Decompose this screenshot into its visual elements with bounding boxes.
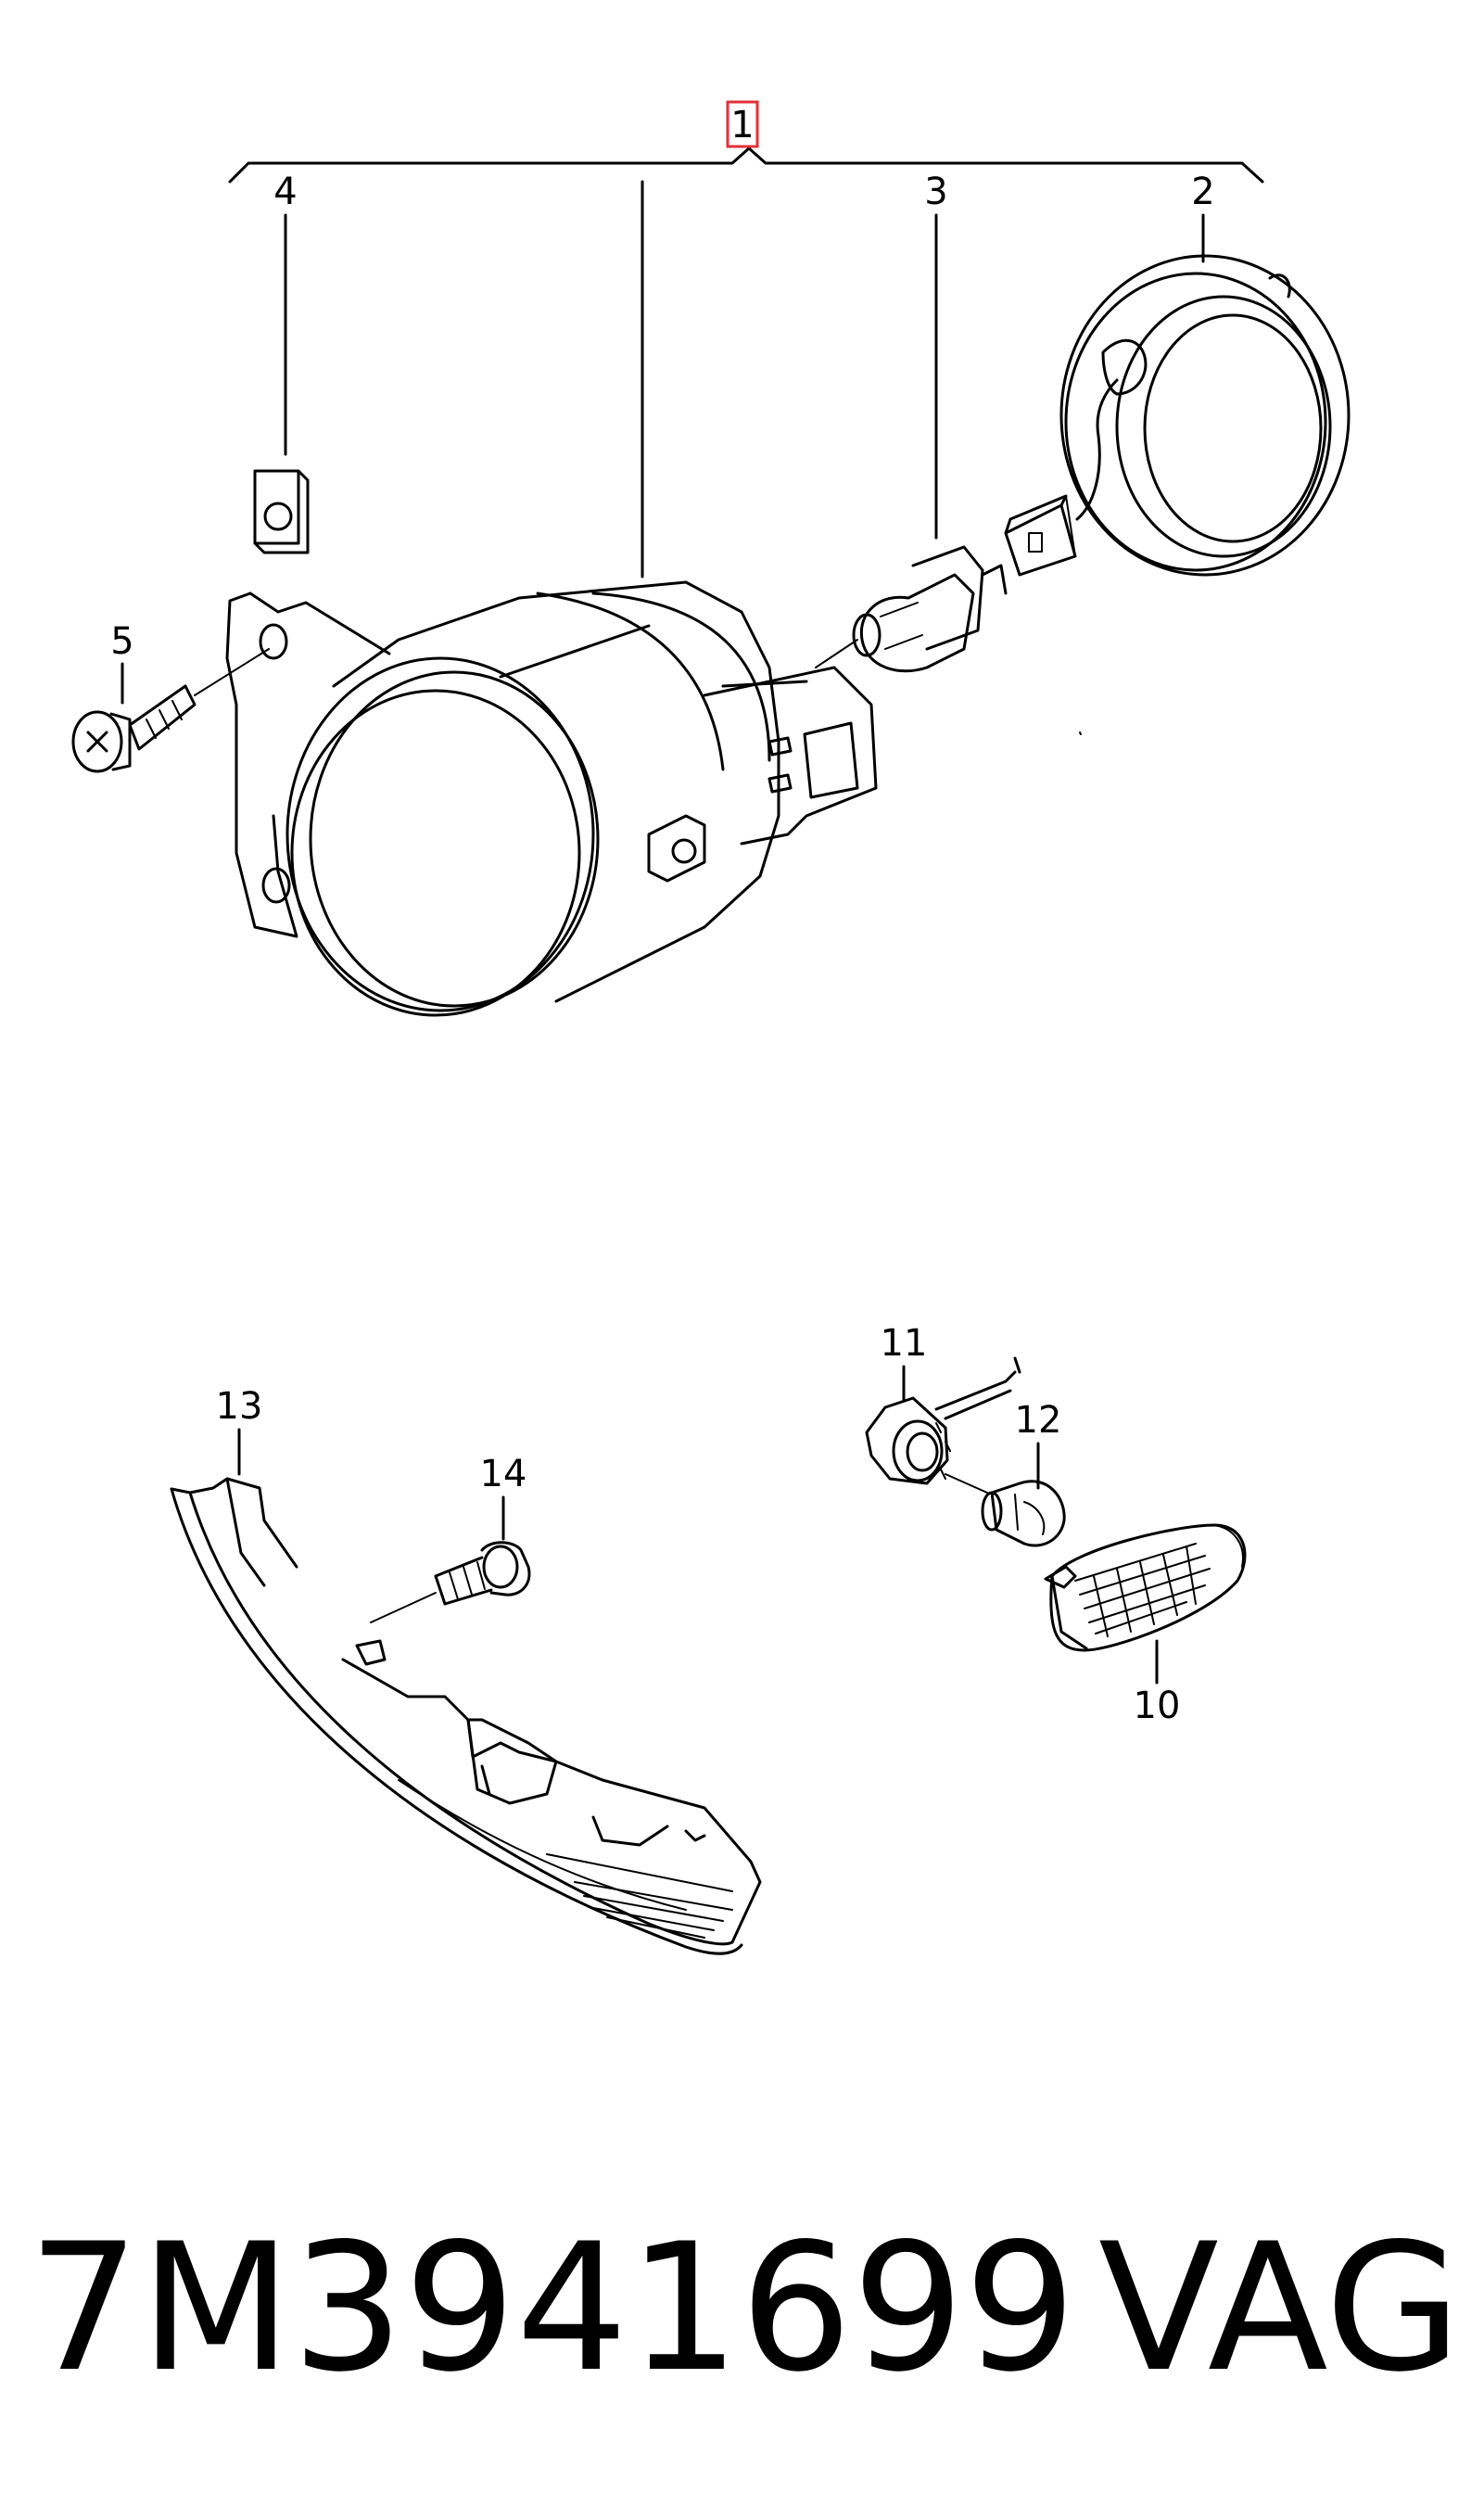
side-marker-lamp-icon <box>1044 1523 1247 1652</box>
screw-axis-line <box>194 648 270 696</box>
mounting-screw-icon <box>434 1541 531 1606</box>
mirror-turn-signal-icon <box>170 1477 762 1955</box>
fog-bulb-icon <box>852 545 1008 673</box>
callout-10: 10 <box>1134 1685 1181 1727</box>
part-number: 7M3941699 <box>28 2206 1077 2410</box>
bulb-axis-line <box>815 639 858 668</box>
screw-14-axis-line <box>370 1592 437 1623</box>
stray-mark <box>1079 731 1082 735</box>
callout-11: 11 <box>881 1322 928 1365</box>
callout-1: 1 <box>730 104 754 146</box>
socket-axis-line <box>945 1473 988 1494</box>
callout-1-highlight-box <box>726 100 759 148</box>
callout-2: 2 <box>1191 171 1214 213</box>
assembly-bracket <box>228 146 1264 184</box>
callout-4: 4 <box>273 171 297 213</box>
small-bulb-icon <box>981 1480 1066 1547</box>
trim-ring-icon <box>1059 254 1351 577</box>
screw-icon <box>71 684 197 773</box>
callout-5: 5 <box>110 620 133 663</box>
fog-lamp-housing-icon <box>225 580 878 1017</box>
brand-name: VAG <box>1098 2206 1462 2410</box>
callout-12: 12 <box>1015 1399 1062 1442</box>
callout-13: 13 <box>216 1385 263 1428</box>
callout-3: 3 <box>924 171 947 213</box>
bulb-socket-icon <box>865 1356 1021 1485</box>
clip-nut-icon <box>253 469 310 554</box>
callout-14: 14 <box>480 1453 527 1495</box>
